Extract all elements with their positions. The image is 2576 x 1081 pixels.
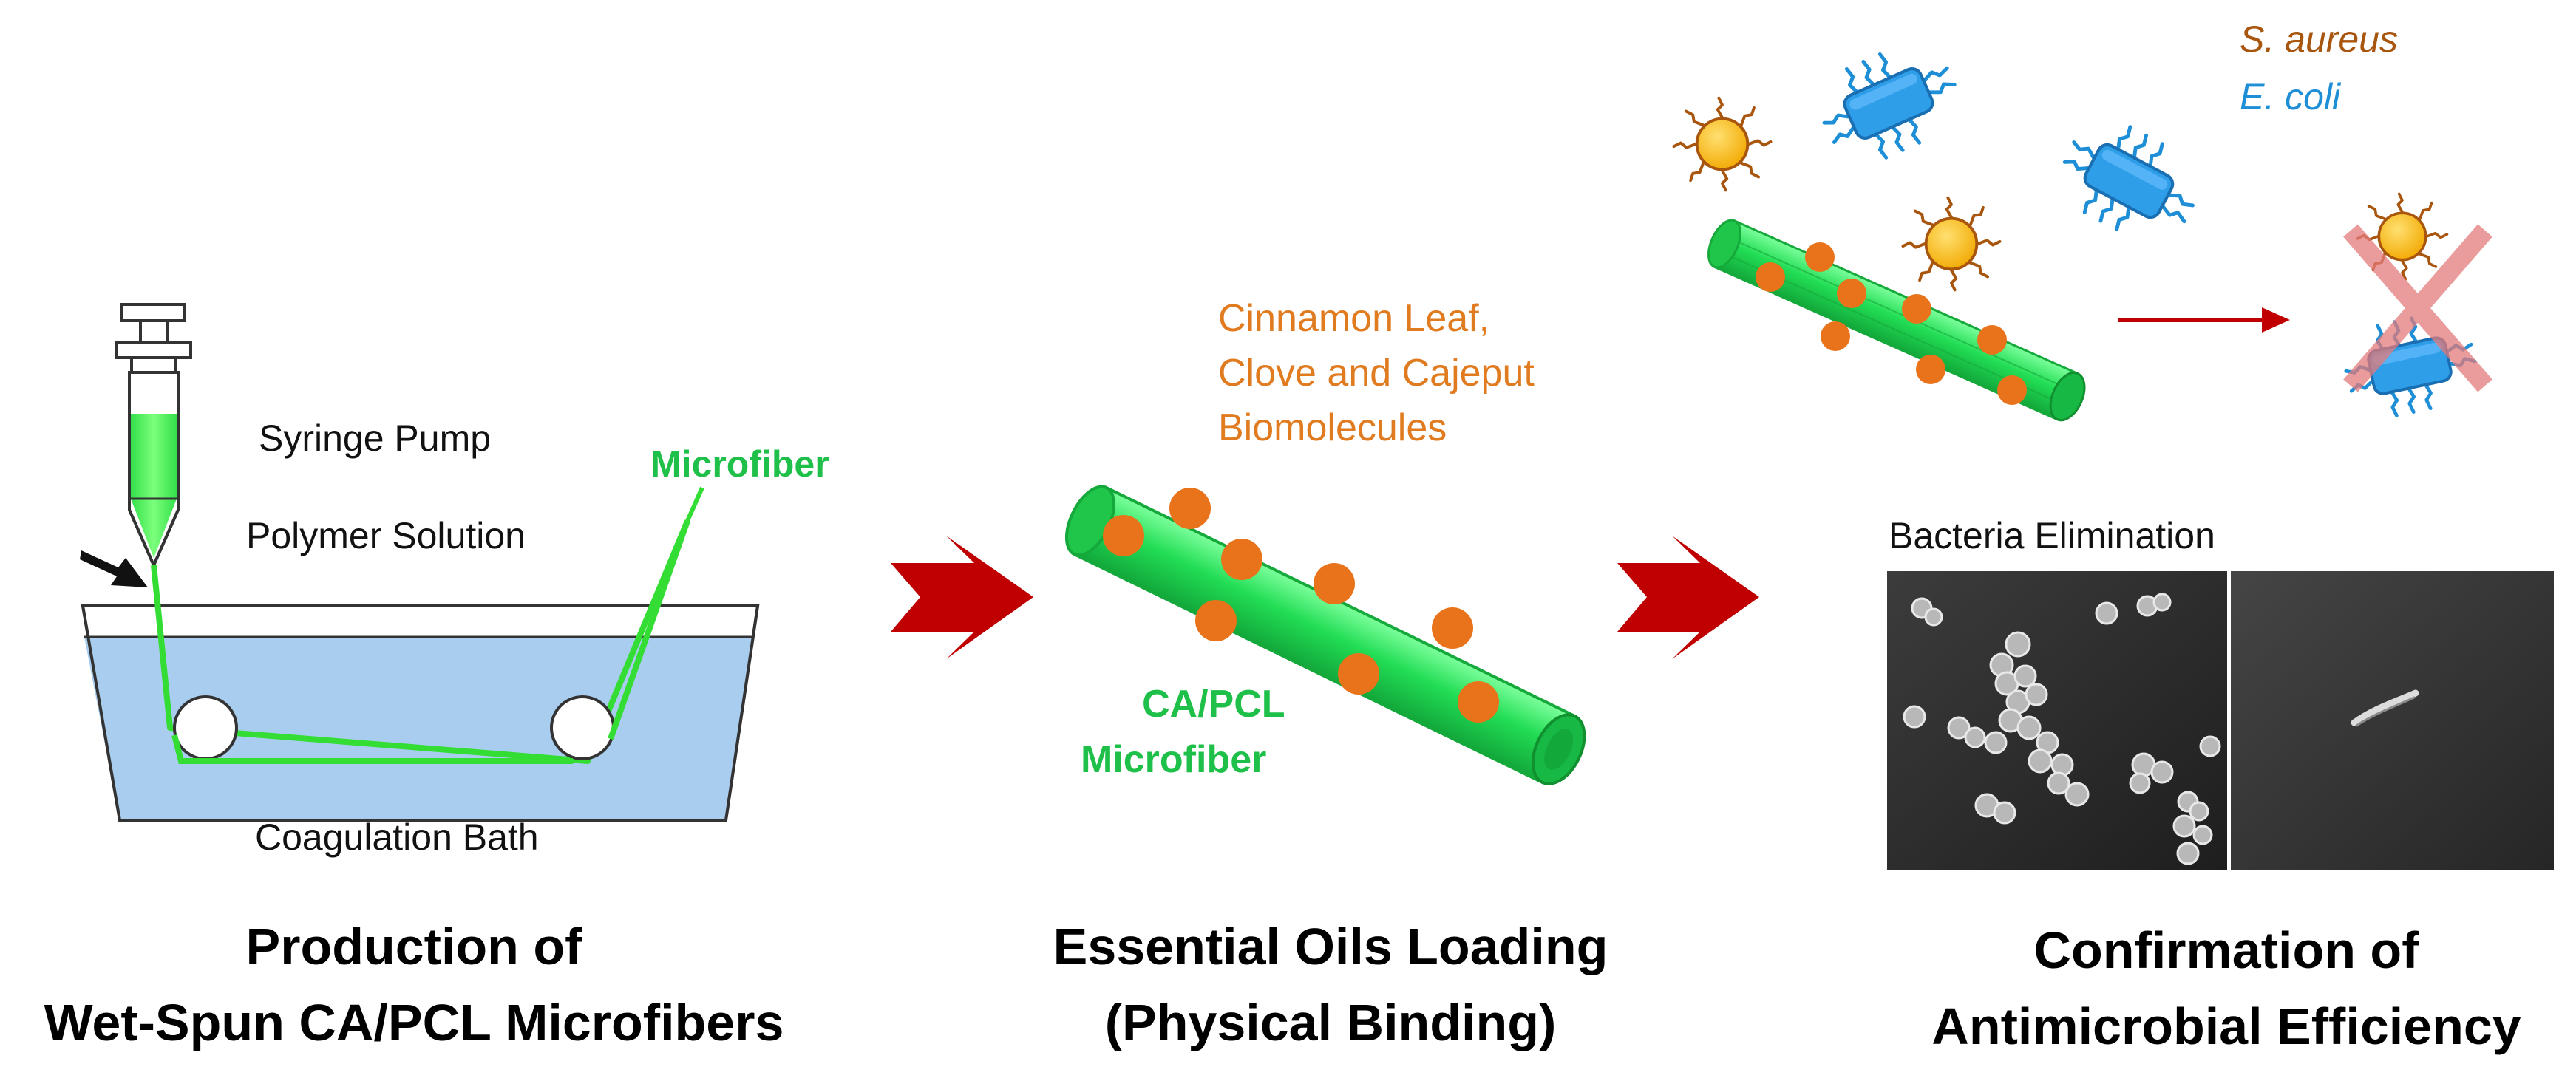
roller-right: [550, 695, 615, 760]
panel1-caption-line2: Wet-Spun CA/PCL Microfibers: [44, 994, 784, 1051]
staph-aureus-icon: [1672, 96, 1773, 192]
oil-molecule-icon: [1432, 607, 1473, 649]
legend-ecoli-label: E. coli: [2240, 76, 2342, 117]
oils-label-line1: Cinnamon Leaf,: [1218, 297, 1489, 340]
oil-molecule-icon: [1977, 325, 2007, 355]
oil-molecule-icon: [1837, 279, 1866, 308]
oils-label-line3: Biomolecules: [1218, 406, 1447, 449]
staph-aureus-icon: [1901, 196, 2002, 292]
oils-label-line2: Clove and Cajeput: [1218, 352, 1535, 395]
result-arrow-icon: [2118, 307, 2290, 333]
sem-image-control: [1887, 571, 2227, 870]
syringe-icon: [115, 303, 192, 569]
ecoli-icon: [1808, 32, 1971, 175]
oil-molecule-icon: [1821, 321, 1850, 351]
oil-molecule-icon: [1338, 653, 1379, 695]
essential-oil-loading: Cinnamon Leaf, Clove and Cajeput Biomole…: [1053, 297, 1608, 1051]
panel3-caption-line1: Confirmation of: [2033, 921, 2419, 979]
panel2-caption-line1: Essential Oils Loading: [1053, 918, 1608, 975]
legend-staph-label: S. aureus: [2240, 18, 2398, 60]
panel3-caption-line2: Antimicrobial Efficiency: [1931, 998, 2521, 1055]
oil-molecule-icon: [1902, 294, 1931, 324]
oil-molecule-icon: [1805, 242, 1835, 272]
panel1-caption-line1: Production of: [246, 918, 583, 975]
chevron-arrow-icon: [891, 536, 1033, 659]
oil-molecule-icon: [1458, 681, 1499, 723]
ecoli-icon: [2047, 107, 2212, 256]
ca-pcl-label-line2: Microfiber: [1081, 738, 1266, 781]
chevron-arrow-icon: [1617, 536, 1759, 659]
panel2-caption-line2: (Physical Binding): [1105, 994, 1557, 1051]
oil-molecule-icon: [1195, 600, 1237, 641]
oil-molecule-icon: [1916, 355, 1945, 384]
loaded-microfiber-icon: [1707, 219, 2086, 422]
oil-molecule-icon: [1997, 375, 2027, 405]
oil-molecule-icon: [1103, 515, 1144, 556]
pointer-arrow-icon: [80, 550, 148, 587]
sem-label: Bacteria Elimination: [1889, 515, 2215, 556]
ca-pcl-label-line1: CA/PCL: [1142, 683, 1285, 726]
microfiber-strand: [151, 519, 690, 764]
microfiber-label: Microfiber: [650, 443, 829, 485]
oil-molecule-icon: [1169, 488, 1211, 529]
oil-molecule-icon: [1314, 563, 1355, 604]
wet-spinning-setup: Syringe Pump Polymer Solution Microfiber…: [44, 303, 829, 1051]
antimicrobial-confirmation: S. aureus E. coli: [1672, 18, 2554, 1055]
syringe-pump-label: Syringe Pump: [259, 417, 491, 459]
loaded-microfiber-icon: [1064, 485, 1586, 785]
roller-left: [173, 695, 238, 760]
oil-molecule-icon: [1221, 539, 1262, 580]
cross-icon: [2343, 224, 2492, 392]
coagulation-bath-label: Coagulation Bath: [255, 816, 539, 858]
polymer-solution-label: Polymer Solution: [246, 515, 526, 556]
sem-image-treated: [2231, 571, 2554, 870]
oil-molecule-icon: [1756, 262, 1785, 292]
